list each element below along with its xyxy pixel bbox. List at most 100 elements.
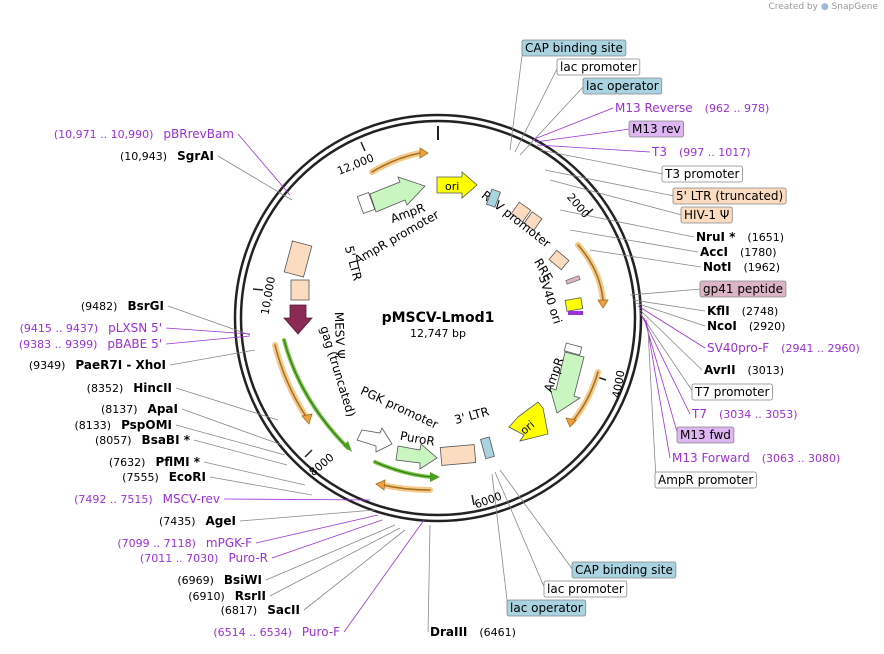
annotation-name: lac operator (510, 601, 583, 615)
leader-annotations_right-20 (645, 319, 671, 459)
annotation-name: lac promoter (560, 60, 637, 74)
ori-top-arrow (436, 171, 478, 199)
annotation-position: (9349) (29, 359, 66, 372)
cap-site-top (485, 188, 501, 208)
annotation-position: (9415 .. 9437) (20, 322, 99, 335)
annotation-position: (9383 .. 9399) (19, 338, 98, 351)
annotation-box (582, 77, 663, 95)
annotation-name: BsaBI * (142, 433, 191, 447)
annotation-annotations_right-2: lac operator (582, 77, 663, 95)
annotation-annotations_left-17: RsrII(6910) (188, 589, 266, 603)
annotation-annotations_right-20: M13 Forward(3063 .. 3080) (672, 451, 840, 465)
annotation-annotations_left-8: PspOMI (8133) (74, 418, 172, 432)
leader-annotations_right-10 (569, 229, 699, 253)
tick-label-10000: 10,000 (259, 276, 278, 316)
arrow-heads (301, 147, 609, 491)
leader-annotations_right-7 (544, 169, 675, 197)
annotation-position: (8352) (87, 382, 124, 395)
annotation-position: (6514 .. 6534) (213, 626, 292, 639)
ampr-right-promoter (563, 342, 583, 356)
annotation-name: DraIII (430, 625, 467, 639)
ltr3-box (439, 444, 477, 466)
annotation-annotations_left-1: SgrAI(10,943) (120, 149, 214, 163)
annotation-annotations_right-18: T7 (3034 .. 3053) (691, 407, 798, 421)
annotation-position: (10,971 .. 10,990) (54, 128, 154, 141)
annotation-annotations_left-9: BsaBI *(8057) (95, 433, 191, 447)
leader-annotations_left-11 (209, 476, 313, 496)
annotation-name: AgeI (206, 514, 236, 528)
annotation-name: HincII (133, 381, 172, 395)
green-arrowhead-b (430, 472, 440, 482)
leader-annotations_bottom_right-0 (499, 469, 574, 571)
annotation-annotations_left-19: Puro-F(6514 .. 6534) (213, 625, 340, 639)
leader-annotations_right-17 (639, 312, 694, 393)
mesv-psi-arrow (283, 304, 313, 335)
green-arrowhead-a (343, 441, 352, 452)
snapgene-logo-icon: ● (820, 2, 829, 12)
annotation-annotations_left-12: MSCV-rev(7492 .. 7515) (74, 492, 220, 506)
annotation-name: T7 (691, 407, 707, 421)
annotation-name: 5' LTR (truncated) (676, 189, 783, 203)
annotation-box (506, 599, 587, 617)
leader-annotations_right-5 (536, 144, 651, 153)
annotation-name: pLXSN 5' (108, 321, 162, 335)
annotation-annotations_right-12: gp41 peptide (699, 280, 787, 298)
annotation-annotations_left-6: HincII (8352) (87, 381, 172, 395)
annotation-position: (3063 .. 3080) (762, 452, 841, 465)
annotation-box (521, 39, 627, 57)
annotation-position: (962 .. 978) (705, 102, 770, 115)
annotation-position: (3013) (748, 364, 785, 377)
annotation-name: NcoI (707, 319, 737, 333)
annotation-name: AvrII (704, 363, 736, 377)
leader-annotations_right-9 (559, 209, 695, 238)
annotation-name: pBABE 5' (107, 337, 162, 351)
annotation-annotations_bottom_right-2: lac operator (506, 599, 587, 617)
annotation-annotations_right-21: AmpR promoter (654, 471, 757, 489)
puror-label: PuroR (399, 429, 436, 449)
annotation-name: T3 (651, 145, 667, 159)
annotation-box (680, 206, 733, 224)
leader-annotations_right-21 (647, 329, 657, 481)
annotation-annotations_left-7: ApaI(8137) (101, 402, 178, 416)
annotation-annotations_right-7: 5' LTR (truncated) (672, 187, 787, 205)
annotation-annotations_right-19: M13 fwd (676, 426, 735, 444)
leader-annotations_right-8 (549, 179, 683, 216)
annotation-annotations_left-5: PaeR7I - XhoI(9349) (29, 358, 166, 372)
annotation-annotations_right-9: NruI *(1651) (696, 230, 784, 244)
leader-lines (165, 47, 706, 633)
annotation-annotations_left-10: PflMI *(7632) (109, 455, 201, 469)
tick-label-2000: 2000 (564, 191, 592, 221)
annotation-annotations_bottom_right-1: lac promoter (543, 580, 628, 598)
annotation-annotations_right-6: T3 promoter (661, 165, 743, 183)
snapgene-credit: Created by ● SnapGene (768, 2, 878, 12)
annotation-annotations_left-15: Puro-R(7011 .. 7030) (140, 551, 268, 565)
annotation-position: (3034 .. 3053) (719, 408, 798, 421)
leader-annotations_right-12 (629, 288, 702, 296)
leader-annotations_left-8 (175, 424, 286, 456)
plasmid-size: 12,747 bp (410, 327, 466, 340)
annotation-name: lac operator (586, 79, 659, 93)
annotation-position: (7555) (122, 471, 159, 484)
leader-annotations_left-14 (255, 514, 379, 544)
annotation-box (661, 165, 743, 183)
annotation-position: (8133) (74, 419, 111, 432)
sv40-small-marks (568, 311, 583, 315)
annotation-position: (9482) (81, 300, 118, 313)
annotation-position: (2748) (742, 305, 779, 318)
annotation-box (699, 280, 787, 298)
annotation-annotations_right-5: T3(997 .. 1017) (651, 145, 751, 159)
leader-annotations_left-0 (237, 133, 291, 196)
annotation-name: T3 promoter (664, 167, 740, 181)
ampr-promoter-top (356, 191, 376, 215)
leader-annotations_bottom_right-1 (494, 471, 546, 590)
annotation-annotations_right-4: M13 rev (628, 120, 684, 138)
ltr5-box-b (290, 279, 310, 301)
annotation-name: PspOMI (121, 418, 172, 432)
leader-annotations_right-11 (589, 249, 702, 268)
ltr3-label: 3' LTR (453, 404, 491, 427)
annotation-box (628, 120, 684, 138)
annotation-annotations_left-0: pBRrevBam(10,971 .. 10,990) (54, 127, 234, 141)
annotation-annotations_left-14: mPGK-F(7099 .. 7118) (117, 536, 252, 550)
annotation-name: ApaI (148, 402, 178, 416)
